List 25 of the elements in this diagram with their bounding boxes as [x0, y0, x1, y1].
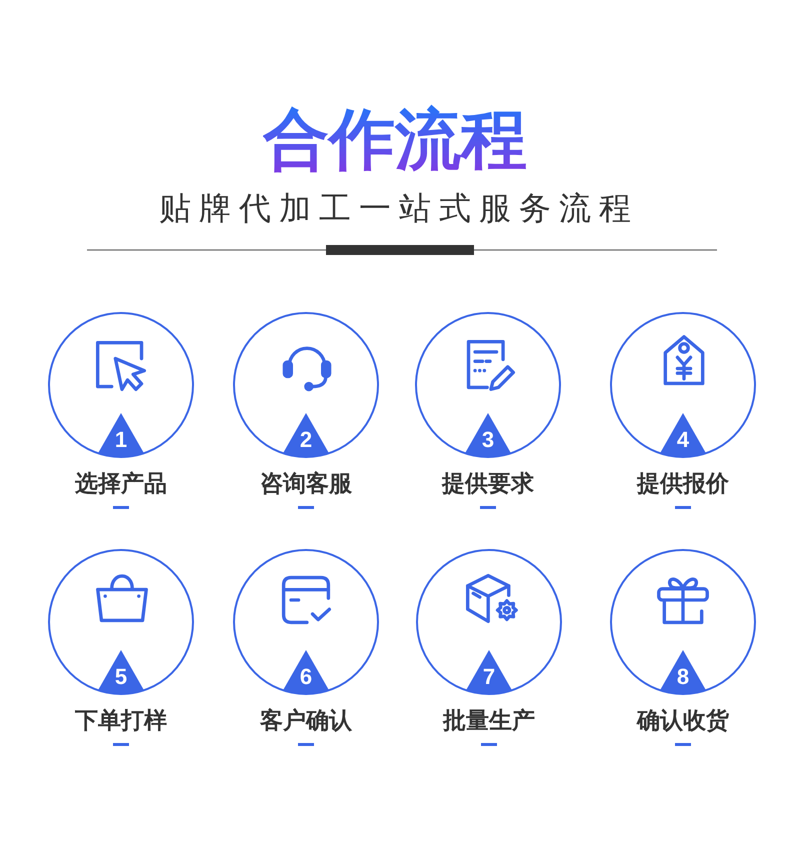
step-number: 2 [300, 428, 312, 452]
step-number: 1 [114, 428, 128, 452]
step-number: 6 [300, 665, 312, 689]
step-number: 4 [676, 428, 690, 452]
step-label: 批量生产 [443, 707, 535, 735]
step-label: 客户确认 [260, 707, 352, 735]
subtitle: 贴牌代加工一站式服务流程 [158, 188, 639, 228]
number-triangle [283, 413, 329, 457]
step-label: 下单打样 [75, 707, 167, 735]
step-label: 咨询客服 [260, 470, 352, 498]
number-triangle [465, 413, 511, 457]
number-triangle [283, 650, 329, 694]
number-triangle [466, 650, 512, 694]
step-number: 7 [482, 665, 496, 689]
step-label: 确认收货 [637, 707, 729, 735]
step-label: 提供报价 [637, 470, 729, 498]
step-number: 8 [676, 665, 690, 689]
number-triangle [660, 413, 706, 457]
step-label: 提供要求 [442, 470, 534, 498]
step-label: 选择产品 [75, 470, 167, 498]
step-number: 5 [114, 665, 128, 689]
number-triangle [98, 650, 144, 694]
number-triangle [660, 650, 706, 694]
step-number: 3 [482, 428, 494, 452]
number-triangle [98, 413, 144, 457]
